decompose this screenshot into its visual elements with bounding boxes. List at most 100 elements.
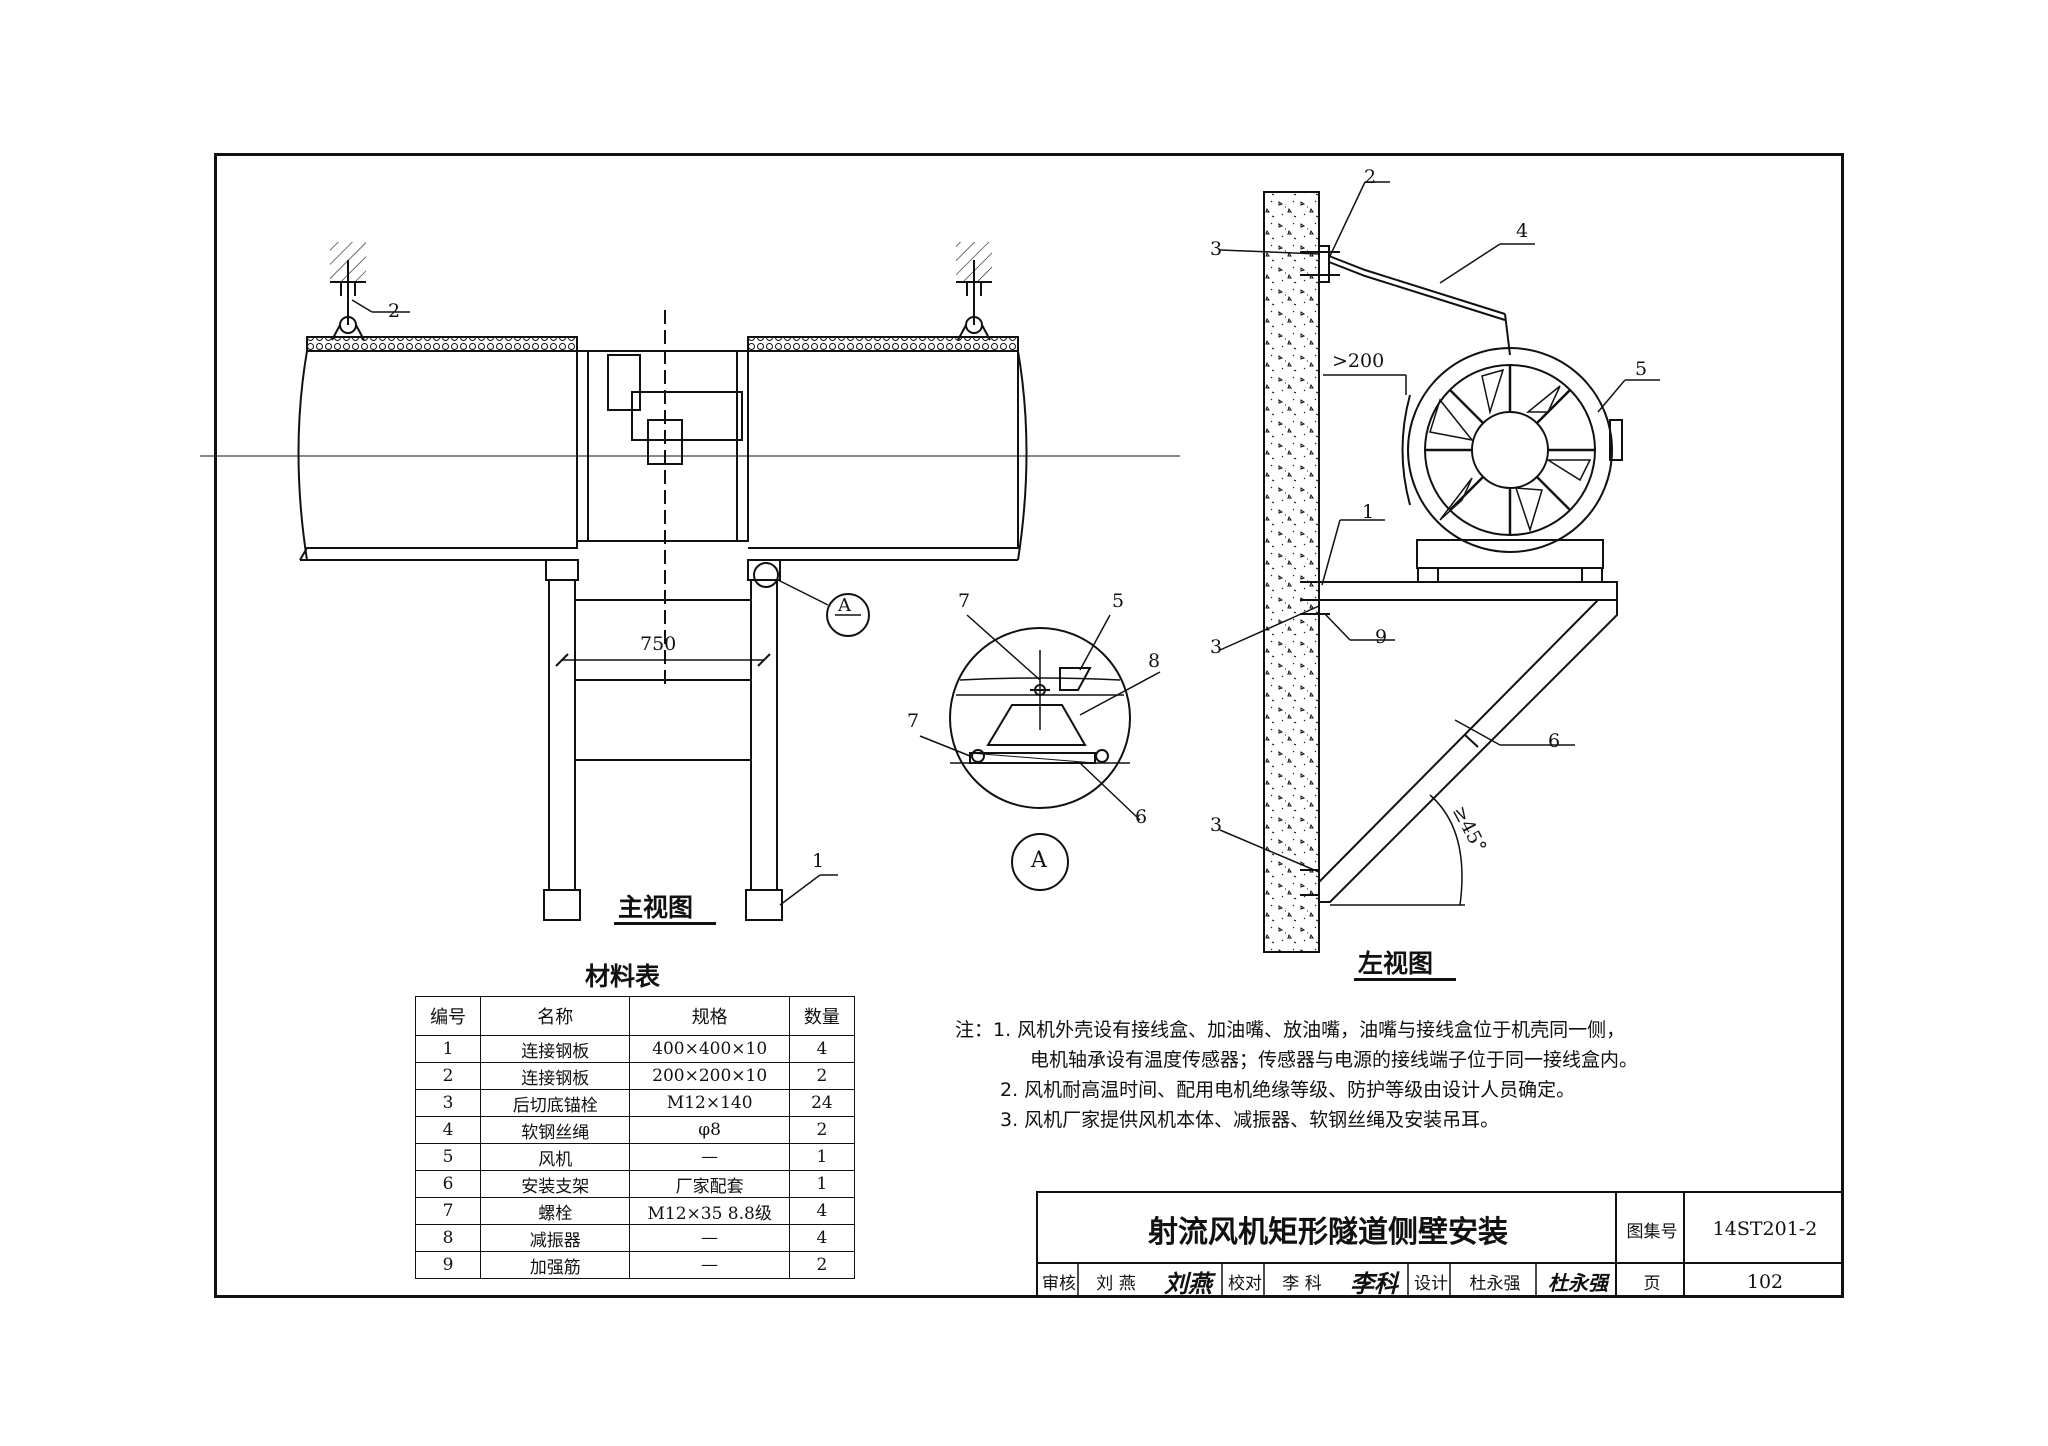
drawing-frame	[214, 153, 1844, 1298]
front-view	[200, 242, 1180, 921]
side-callout-3-mid: 3	[1210, 636, 1223, 658]
table-cell: 4	[788, 1197, 856, 1225]
notes: 注：1. 风机外壳设有接线盒、加油嘴、放油嘴，油嘴与接线盒位于机壳同一侧， 电机…	[955, 1015, 1638, 1135]
note-1: 1. 风机外壳设有接线盒、加油嘴、放油嘴，油嘴与接线盒位于机壳同一侧，	[993, 1019, 1626, 1041]
front-callout-2: 2	[388, 300, 401, 322]
title-block: 射流风机矩形隧道侧壁安装 图集号 14ST201-2 审核 刘 燕 刘燕 校对 …	[1036, 1191, 1844, 1298]
table-cell: 5	[414, 1143, 482, 1171]
table-cell: 后切底锚栓	[480, 1089, 631, 1117]
note-1-continued: 电机轴承设有温度传感器；传感器与电源的接线端子位于同一接线盒内。	[1030, 1049, 1639, 1071]
ceiling-anchor-left	[330, 242, 366, 341]
header-cell: 编号	[414, 996, 482, 1036]
note-3: 3. 风机厂家提供风机本体、减振器、软钢丝绳及安装吊耳。	[1000, 1109, 1500, 1131]
note-line: 注：1. 风机外壳设有接线盒、加油嘴、放油嘴，油嘴与接线盒位于机壳同一侧，	[955, 1015, 1638, 1045]
table-cell: 减振器	[480, 1224, 631, 1252]
notes-prefix: 注：	[955, 1019, 994, 1041]
atlas-label: 图集号	[1626, 1221, 1678, 1242]
table-cell: 螺栓	[480, 1197, 631, 1225]
detail-callout-7-left: 7	[907, 710, 920, 732]
table-cell: 6	[414, 1170, 482, 1198]
header-cell: 数量	[788, 996, 856, 1036]
front-view-title-underline	[614, 922, 716, 925]
side-callout-2: 2	[1364, 166, 1377, 188]
checker-name: 李 科	[1282, 1274, 1322, 1294]
reviewer-name: 刘 燕	[1096, 1274, 1136, 1294]
page-number: 102	[1746, 1270, 1784, 1293]
table-cell: φ8	[629, 1116, 790, 1144]
side-view-title: 左视图	[1358, 949, 1434, 978]
table-cell: 加强筋	[480, 1251, 631, 1279]
table-cell: 4	[414, 1116, 482, 1144]
drawing-title: 射流风机矩形隧道侧壁安装	[1148, 1215, 1508, 1250]
table-cell: M12×35 8.8级	[629, 1197, 790, 1225]
designer-signature: 杜永强	[1548, 1271, 1608, 1295]
table-cell: 4	[788, 1224, 856, 1252]
side-view-title-underline	[1354, 978, 1456, 981]
table-cell: 400×400×10	[629, 1035, 790, 1063]
front-dimension-750: 750	[640, 633, 677, 655]
side-callout-9: 9	[1375, 626, 1388, 648]
side-callout-3-bottom: 3	[1210, 814, 1223, 836]
table-cell: 2	[788, 1062, 856, 1090]
table-cell: 2	[788, 1251, 856, 1279]
page-label: 页	[1643, 1274, 1661, 1294]
table-cell: 9	[414, 1251, 482, 1279]
front-view-title: 主视图	[618, 893, 694, 922]
front-callout-1: 1	[812, 850, 825, 872]
design-label: 设计	[1414, 1274, 1448, 1294]
reviewer-signature: 刘燕	[1164, 1269, 1212, 1298]
detail-callout-5: 5	[1112, 590, 1125, 612]
side-callout-5: 5	[1635, 358, 1648, 380]
table-cell: 2	[788, 1116, 856, 1144]
table-cell: 200×200×10	[629, 1062, 790, 1090]
table-cell: 8	[414, 1224, 482, 1252]
table-cell: 1	[414, 1035, 482, 1063]
front-detail-tag: A	[838, 595, 851, 616]
table-cell: 7	[414, 1197, 482, 1225]
header-cell: 名称	[480, 996, 631, 1036]
table-cell: M12×140	[629, 1089, 790, 1117]
side-callout-3-top: 3	[1210, 238, 1223, 260]
table-cell: 3	[414, 1089, 482, 1117]
table-cell: 24	[788, 1089, 856, 1117]
designer-name: 杜永强	[1469, 1274, 1521, 1294]
check-label: 校对	[1228, 1274, 1262, 1294]
table-cell: 软钢丝绳	[480, 1116, 631, 1144]
side-callout-6: 6	[1548, 730, 1561, 752]
detail-view	[919, 614, 1161, 891]
table-cell: 1	[788, 1143, 856, 1171]
side-callout-4: 4	[1516, 220, 1529, 242]
table-cell: 连接钢板	[480, 1035, 631, 1063]
ceiling-anchor-right	[956, 242, 992, 341]
detail-callout-8: 8	[1148, 650, 1161, 672]
table-cell: 4	[788, 1035, 856, 1063]
table-cell: 风机	[480, 1143, 631, 1171]
table-cell: 厂家配套	[629, 1170, 790, 1198]
table-cell: —	[629, 1143, 790, 1171]
table-cell: —	[629, 1251, 790, 1279]
note-2: 2. 风机耐高温时间、配用电机绝缘等级、防护等级由设计人员确定。	[1000, 1079, 1576, 1101]
material-table-header-row: 编号 名称 规格 数量	[414, 996, 856, 1036]
side-view	[1219, 181, 1660, 953]
table-cell: —	[629, 1224, 790, 1252]
side-callout-1: 1	[1362, 501, 1375, 523]
detail-a-tag: A	[1031, 848, 1047, 873]
title-block-grid	[1036, 1193, 1844, 1298]
checker-signature: 李科	[1350, 1269, 1398, 1298]
detail-callout-6: 6	[1135, 806, 1148, 828]
review-label: 审核	[1042, 1274, 1076, 1294]
detail-callout-7-top: 7	[958, 590, 971, 612]
table-cell: 1	[788, 1170, 856, 1198]
atlas-number: 14ST201-2	[1712, 1218, 1818, 1240]
side-clearance-dimension: >200	[1332, 350, 1385, 372]
table-cell: 安装支架	[480, 1170, 631, 1198]
table-cell: 连接钢板	[480, 1062, 631, 1090]
